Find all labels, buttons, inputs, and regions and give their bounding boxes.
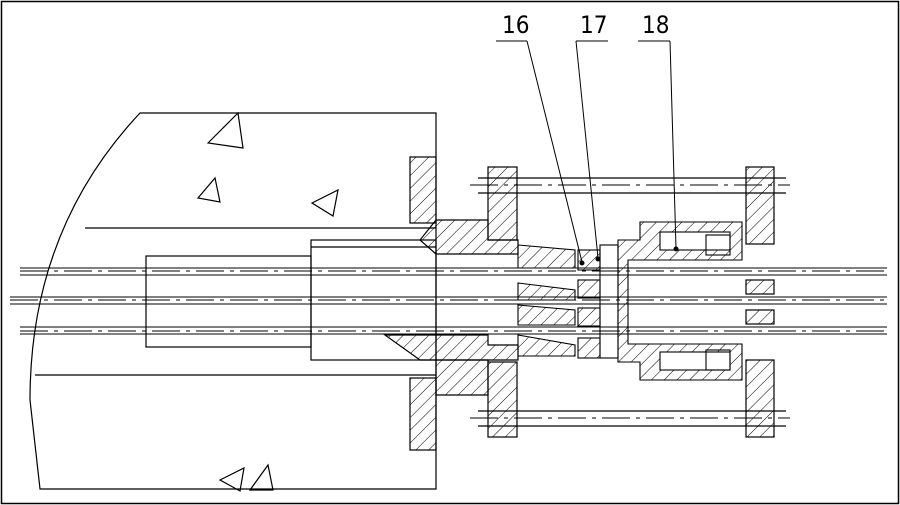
callout-label-18: 18 — [642, 11, 669, 39]
hydraulic-jack — [617, 221, 743, 381]
concrete-block — [29, 111, 437, 492]
callout-16 — [496, 40, 585, 266]
wedge-assembly — [517, 244, 619, 359]
callout-label-16: 16 — [502, 11, 529, 39]
duct-sleeve — [145, 239, 437, 361]
tendons — [10, 267, 887, 335]
callout-18 — [638, 40, 679, 252]
callout-label-17: 17 — [580, 11, 607, 39]
reaction-frame — [478, 166, 786, 438]
centerlines — [10, 184, 887, 419]
callout-17 — [575, 40, 608, 262]
bearing-plate — [409, 156, 437, 451]
